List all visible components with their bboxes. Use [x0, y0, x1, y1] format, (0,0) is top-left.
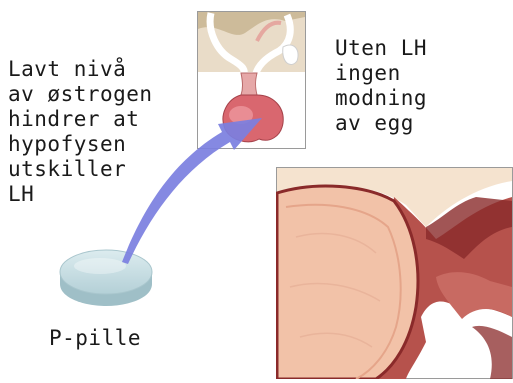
left-text-line: av østrogen: [8, 82, 153, 107]
right-text-line: ingen: [335, 61, 427, 86]
right-text-line: Uten LH: [335, 36, 427, 61]
ovary-illustration: [276, 167, 513, 379]
right-text-line: av egg: [335, 111, 427, 136]
left-text-line: hindrer at: [8, 107, 153, 132]
left-text-line: LH: [8, 182, 153, 207]
lh-effect-text: Uten LH ingen modning av egg: [335, 36, 427, 136]
birth-control-pill-icon: [56, 246, 156, 308]
pituitary-gland-illustration: [197, 11, 306, 149]
estrogen-explanation-text: Lavt nivå av østrogen hindrer at hypofys…: [8, 57, 153, 207]
pill-label: P-pille: [49, 326, 141, 351]
left-text-line: hypofysen: [8, 132, 153, 157]
left-text-line: utskiller: [8, 157, 153, 182]
left-text-line: Lavt nivå: [8, 57, 153, 82]
right-text-line: modning: [335, 86, 427, 111]
